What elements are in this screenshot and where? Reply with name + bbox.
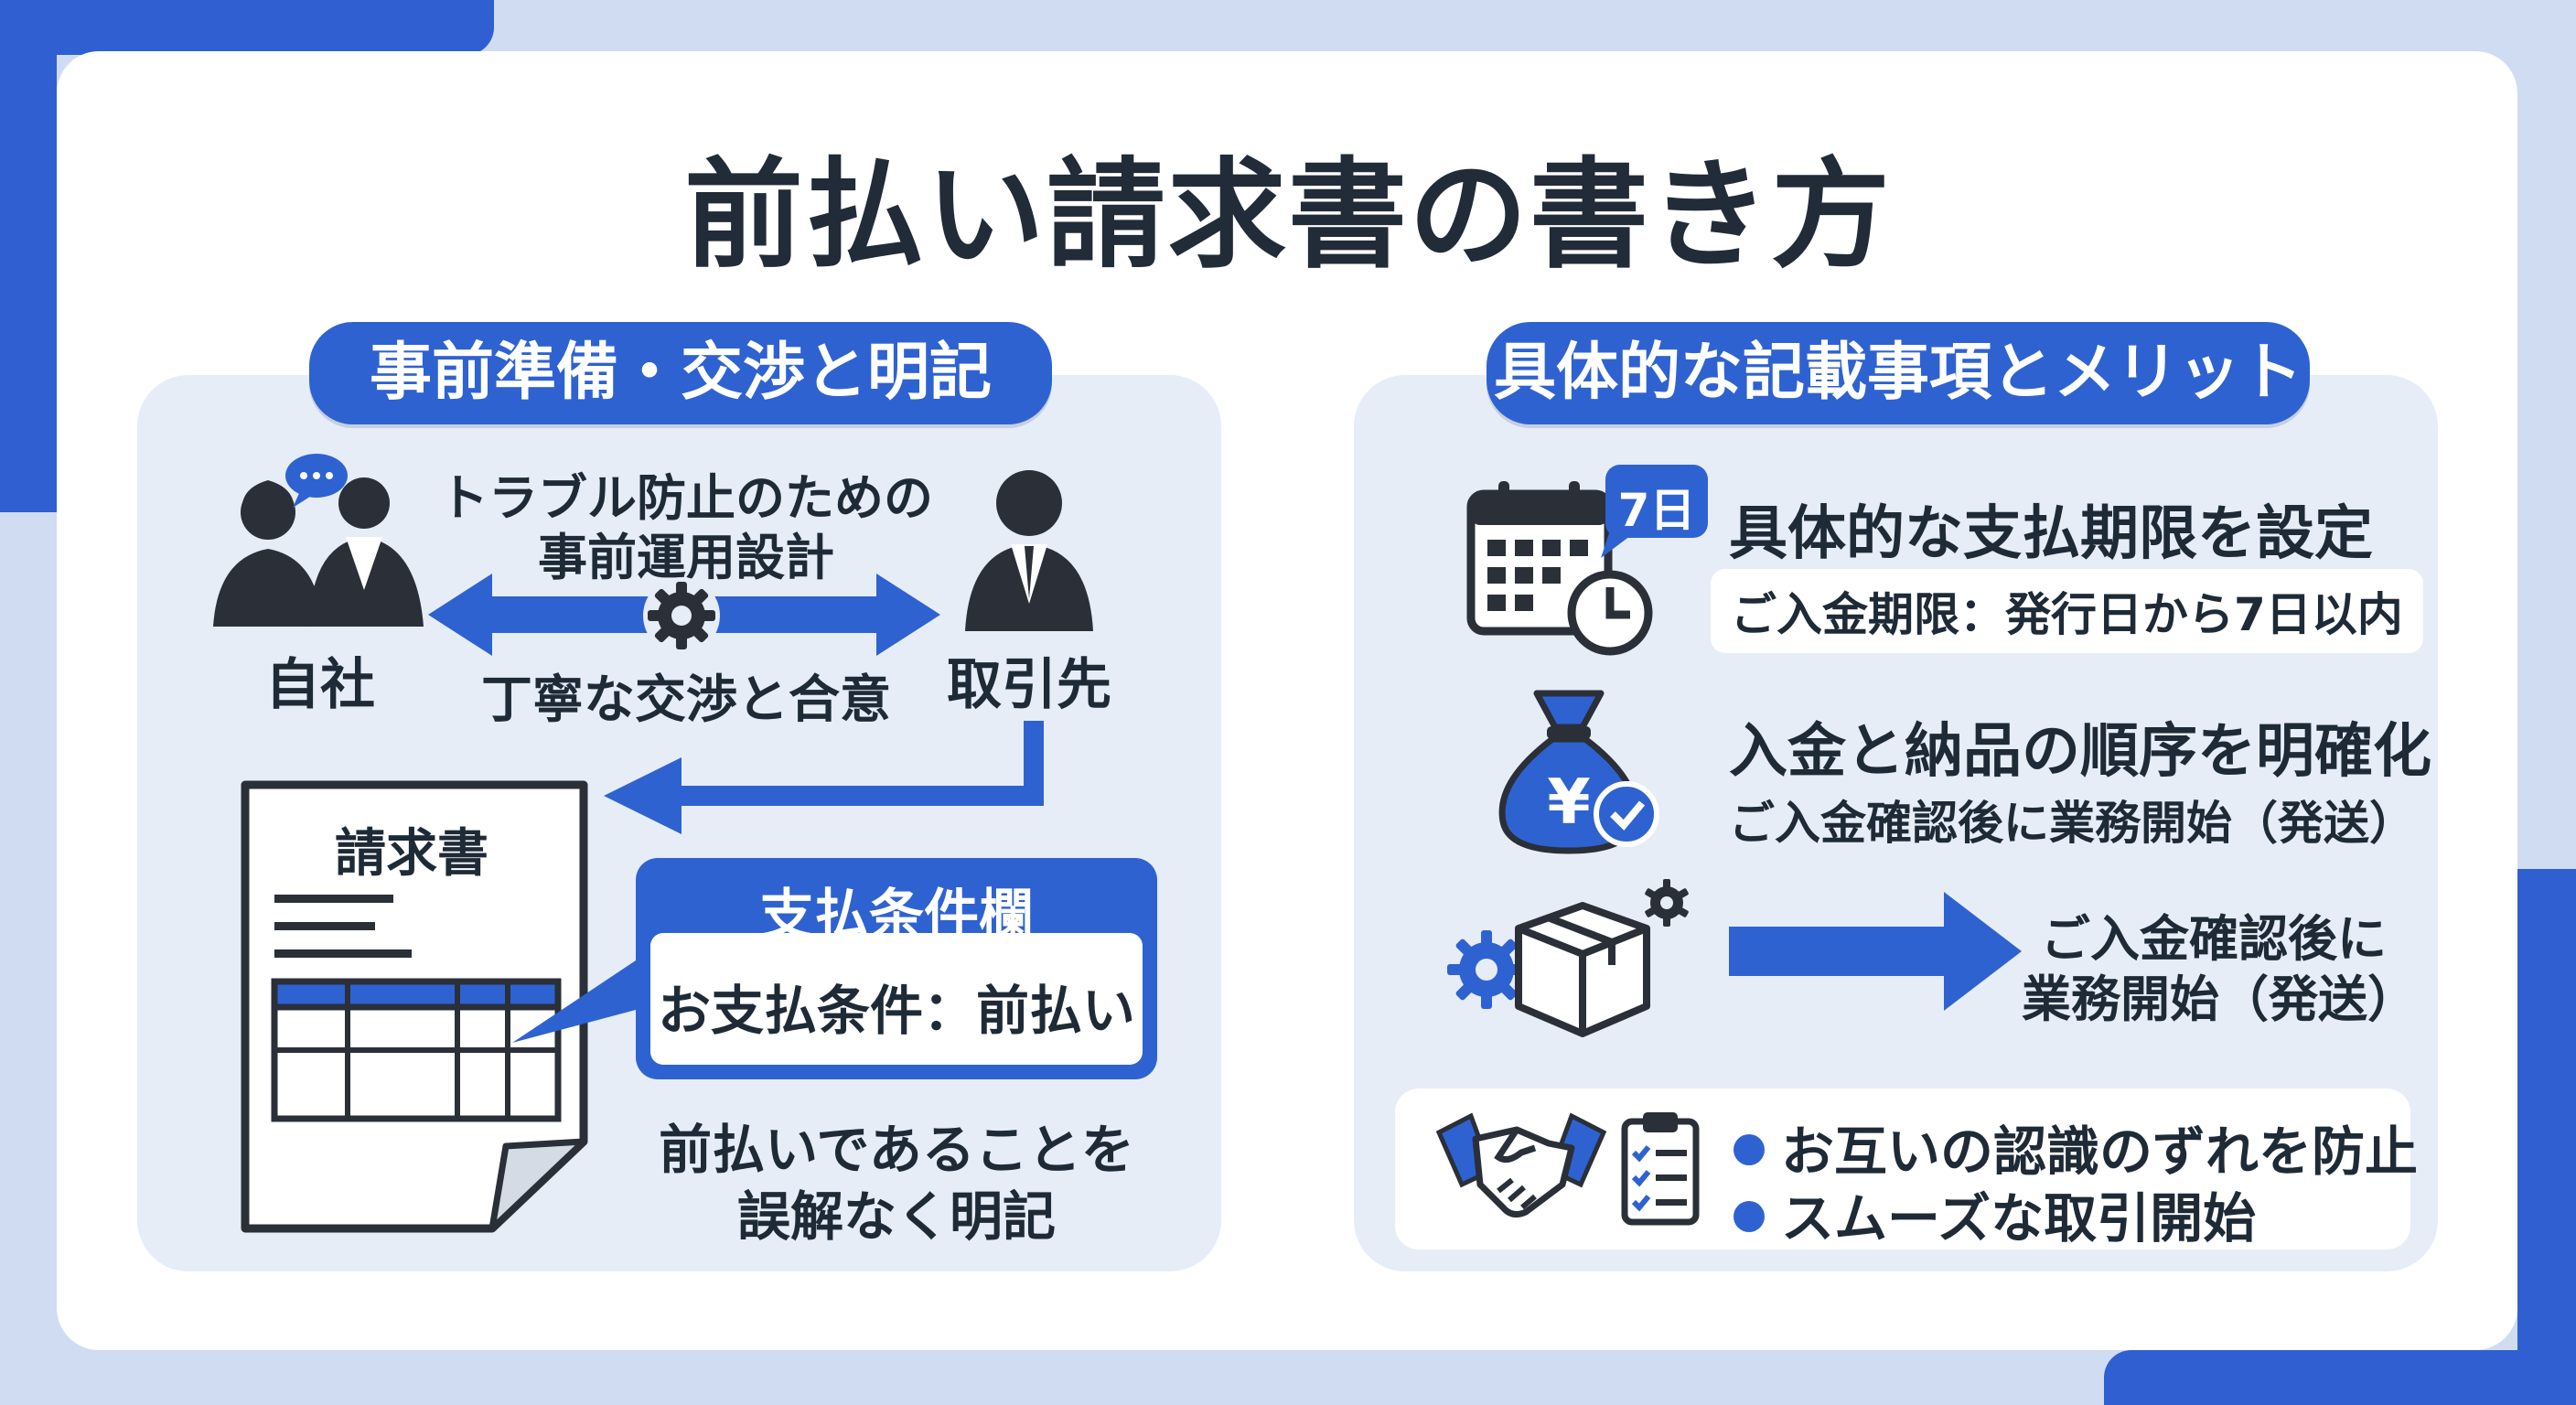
package-gears-icon [1447,879,1689,1037]
bullet-dot [1733,1133,1765,1165]
flow-arrow-icon [1729,892,2022,1011]
deadline-title: 具体的な支払期限を設定 [1729,500,2373,568]
handshake-icon [1435,1112,1607,1218]
flow-text-line1: ご入金確認後に [2041,910,2387,968]
checklist-icon [1621,1112,1700,1226]
design-text-line1: トラブル防止のための [439,469,933,527]
order-detail: ご入金確認後に業務開始（発送） [1729,797,2415,850]
bent-arrow-icon [604,721,1044,834]
corner-accent-left [0,0,57,512]
gear-icon [643,577,720,654]
corner-accent-top-left [0,0,494,55]
design-text-line2: 事前運用設計 [538,529,834,586]
page-title: 前払い請求書の書き方 [683,145,1892,284]
calendar-clock-icon [1466,481,1653,656]
payment-terms-field [650,933,1143,1065]
bullet-dot [1733,1200,1765,1232]
invoice-document-icon [241,780,588,1233]
self-label: 自社 [265,653,375,717]
corner-accent-right [2517,869,2576,1405]
caption-line1: 前払いであることを [659,1119,1134,1181]
calendar-badge [1605,465,1708,538]
negotiation-text: 丁寧な交渉と合意 [481,670,891,730]
money-bag-icon: ¥ [1498,690,1659,854]
people-talking-icon [213,454,424,627]
invoice-label: 請求書 [335,824,488,884]
speech-bubble-icon [285,454,348,508]
svg-text:¥: ¥ [1547,767,1590,839]
flow-text-line2: 業務開始（発送） [2022,971,2417,1028]
caption-line2: 誤解なく明記 [736,1185,1056,1248]
left-panel-header: 事前準備・交渉と明記 [309,322,1052,424]
business-person-icon [965,470,1093,631]
benefit-item-1: お互いの認識のずれを防止 [1733,1109,2418,1185]
partner-label: 取引先 [947,653,1111,717]
calendar-badge-text: 7日 [1617,484,1696,537]
payment-terms-value: お支払条件：前払い [657,980,1135,1042]
calendar-badge-pointer [1601,531,1637,558]
deadline-detail: ご入金期限：発行日から7日以内 [1711,569,2423,653]
corner-accent-bottom-right [2104,1350,2576,1405]
benefit-item-2: スムーズな取引開始 [1733,1175,2256,1252]
order-title: 入金と納品の順序を明確化 [1729,718,2431,786]
callout-pointer [512,951,649,1043]
right-panel-header: 具体的な記載事項とメリット [1487,322,2310,424]
